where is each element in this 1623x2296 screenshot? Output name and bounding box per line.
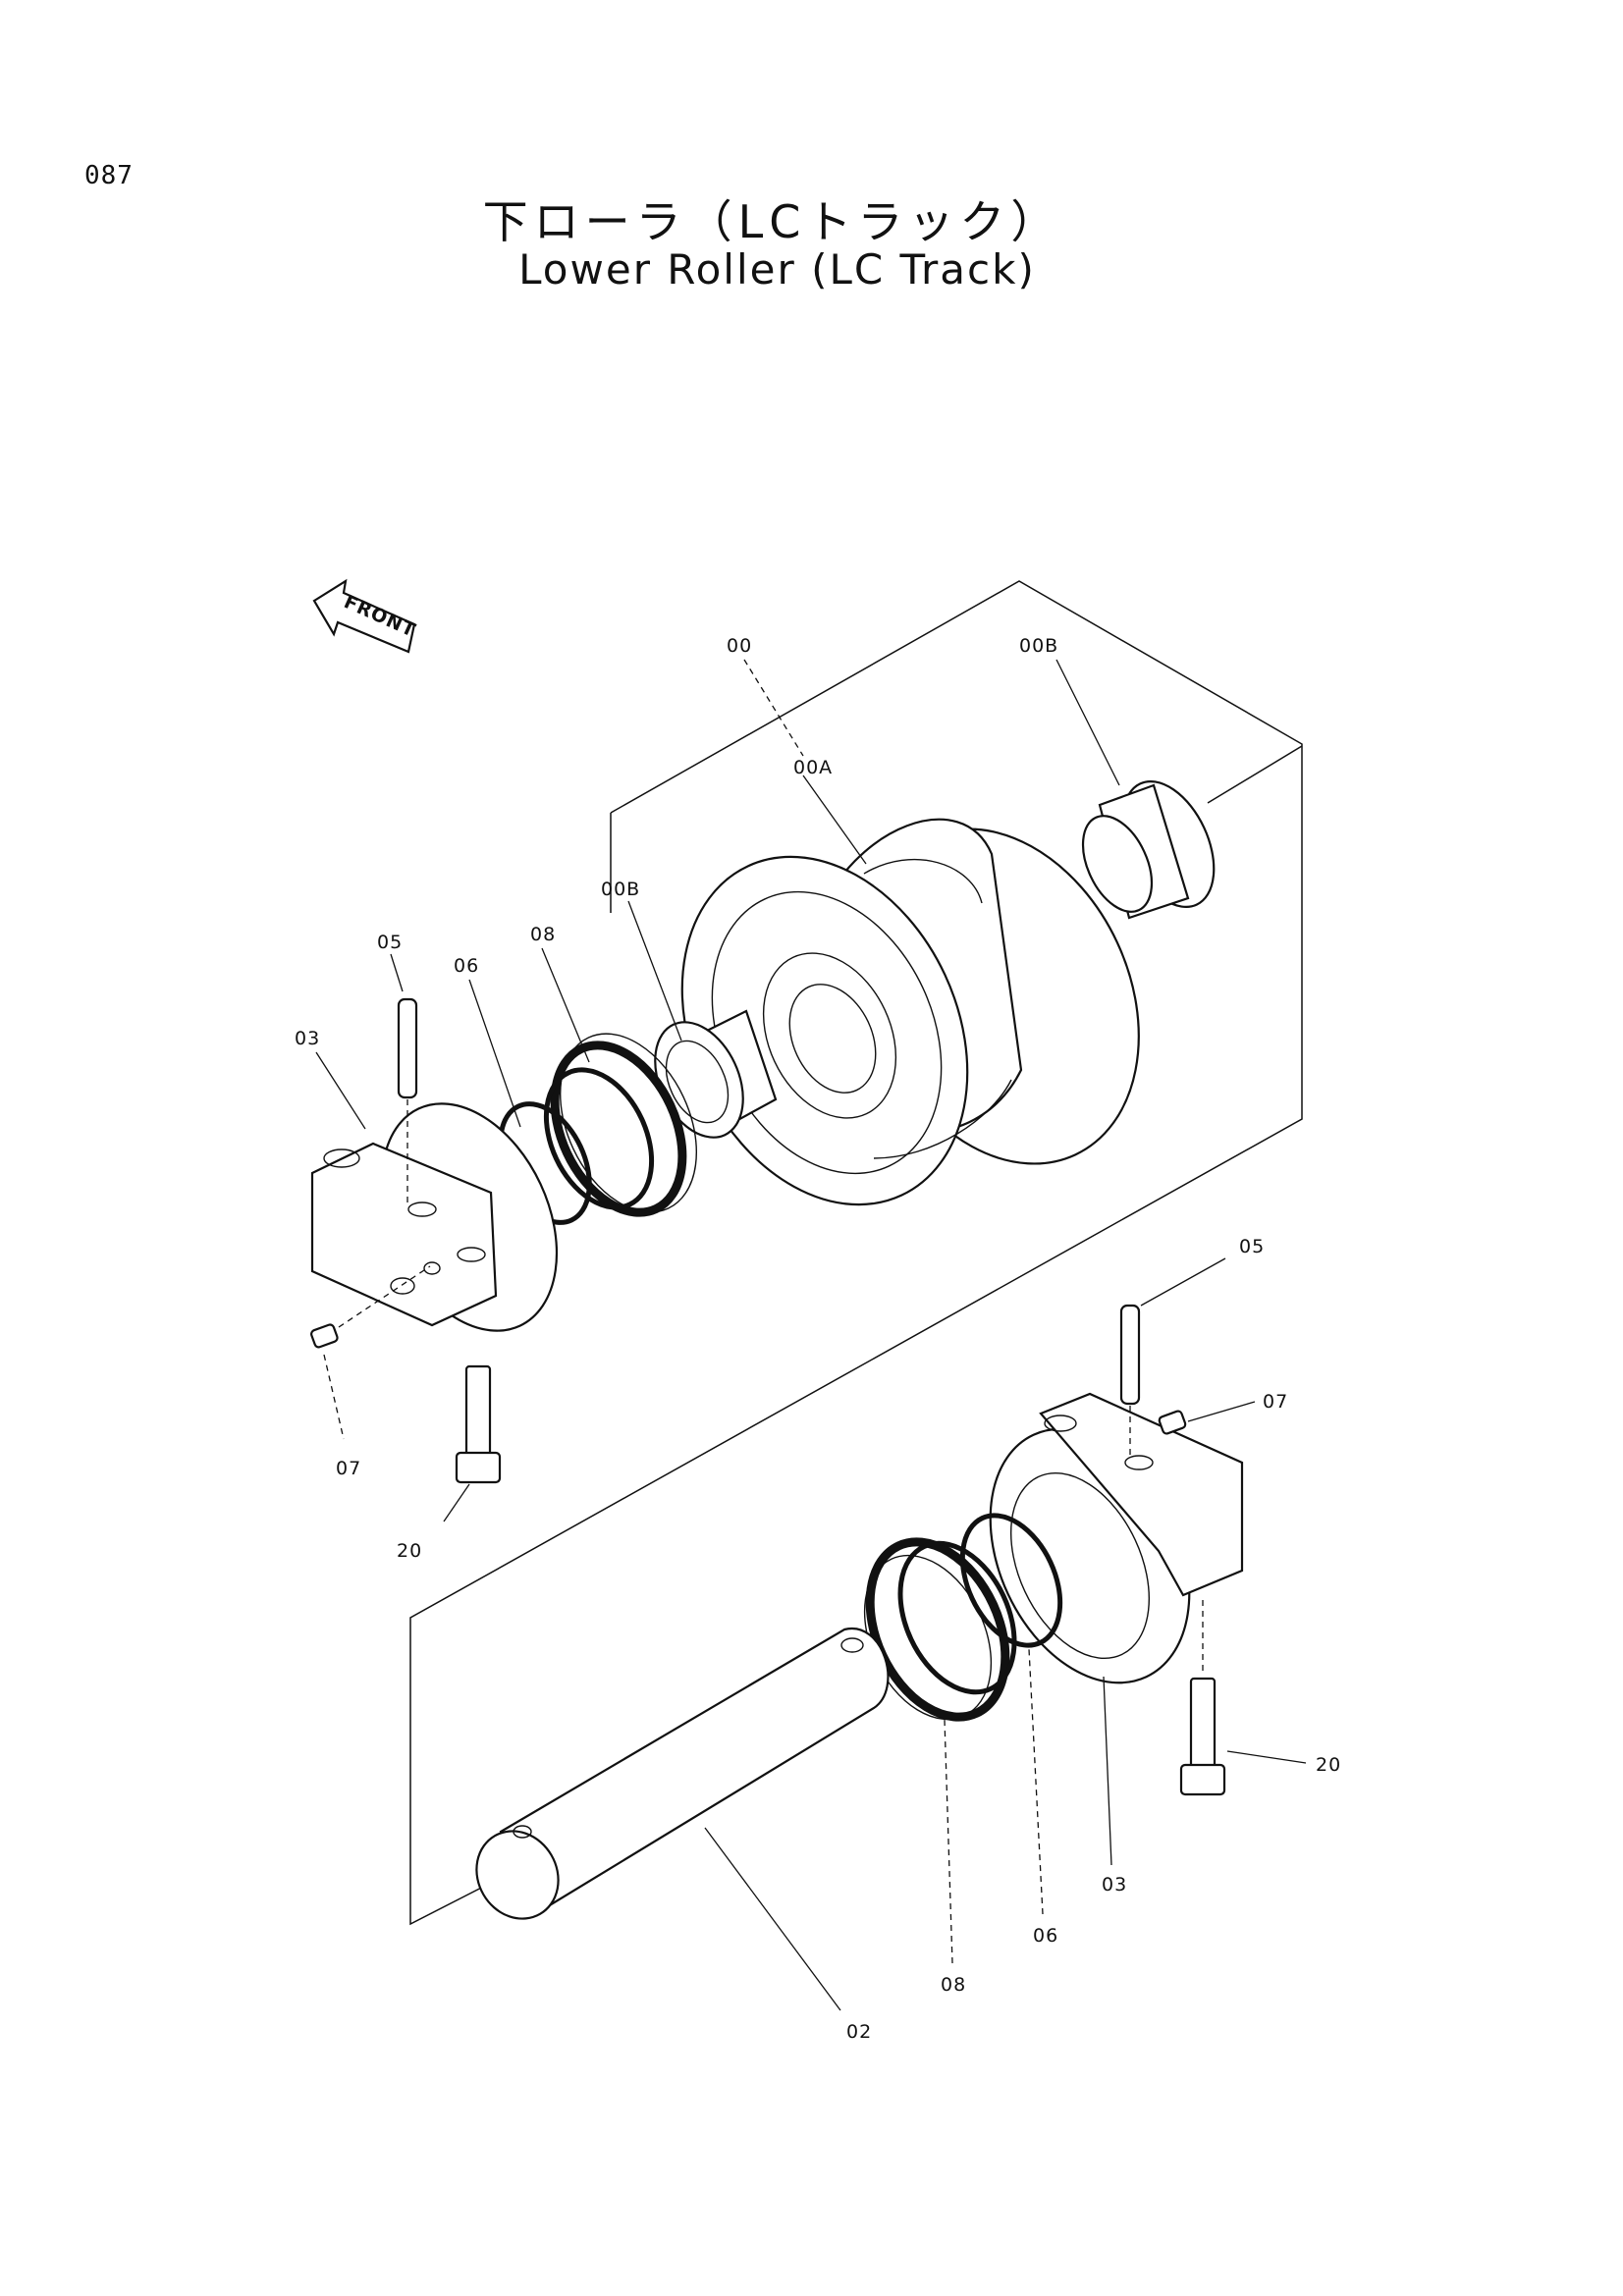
callout-20-left: 20 bbox=[397, 1540, 422, 1562]
callout-00B-left: 00B bbox=[601, 879, 640, 900]
callout-00B-right: 00B bbox=[1019, 635, 1058, 657]
leader-lines bbox=[315, 659, 1307, 2011]
callout-05-right: 05 bbox=[1239, 1236, 1265, 1257]
bolt-left bbox=[455, 1364, 502, 1484]
bushing-right bbox=[1081, 779, 1216, 920]
plug-right bbox=[1158, 1410, 1187, 1435]
pin-left bbox=[397, 997, 418, 1207]
callout-02: 02 bbox=[846, 2021, 872, 2043]
callout-05-left: 05 bbox=[377, 932, 403, 953]
callout-07-right: 07 bbox=[1263, 1391, 1288, 1413]
collar-left bbox=[310, 1102, 559, 1332]
callout-06-right: 06 bbox=[1033, 1925, 1058, 1947]
collar-right bbox=[989, 1392, 1244, 1684]
callout-00: 00 bbox=[727, 635, 752, 657]
callout-08-right: 08 bbox=[941, 1974, 966, 1996]
page-number: 087 bbox=[84, 161, 134, 190]
assembly-frame-lines bbox=[409, 580, 1303, 1926]
callout-03-left: 03 bbox=[295, 1028, 320, 1049]
page-title-english: Lower Roller (LC Track) bbox=[518, 245, 1036, 294]
callout-06-left: 06 bbox=[454, 955, 479, 977]
bolt-right bbox=[1179, 1600, 1226, 1796]
floating-seal-left bbox=[543, 1033, 698, 1217]
callout-03-right: 03 bbox=[1102, 1874, 1127, 1896]
callout-00A: 00A bbox=[793, 757, 833, 778]
callout-20-right: 20 bbox=[1316, 1754, 1341, 1776]
pin-right bbox=[1119, 1304, 1141, 1459]
page-title-japanese: 下ローラ（LCトラック） bbox=[482, 195, 1062, 248]
bushing-left bbox=[654, 1009, 778, 1139]
callout-08-left: 08 bbox=[530, 924, 556, 945]
plug-left bbox=[310, 1265, 431, 1349]
callout-07-left: 07 bbox=[336, 1458, 361, 1479]
shaft bbox=[475, 1627, 890, 1920]
roller-body bbox=[680, 818, 1140, 1206]
front-arrow-icon: FRONT bbox=[312, 578, 419, 654]
